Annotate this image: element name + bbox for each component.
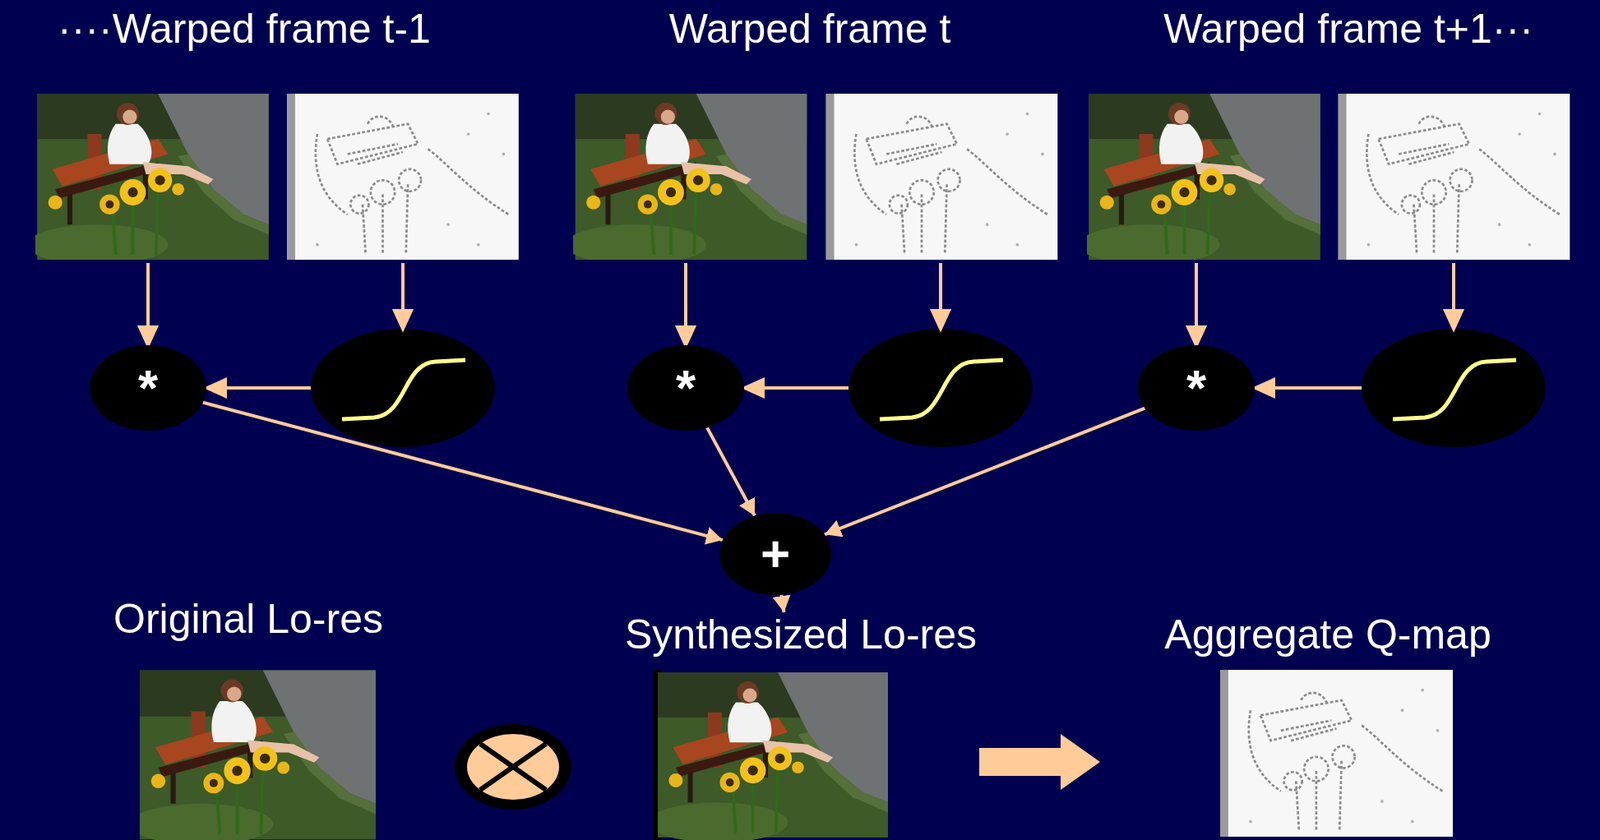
flow-arrow — [781, 595, 784, 613]
image-panel: Aggregate Q-map — [1156, 612, 1499, 840]
sum-node: + — [719, 513, 832, 596]
frame-heading: ····Warped frame t-1 — [57, 6, 431, 52]
operator-symbol: * — [1186, 362, 1207, 414]
lo-res-images — [129, 670, 1453, 840]
multiply-node: * — [89, 345, 207, 431]
image-panel: Original Lo-res — [105, 596, 392, 840]
frame-images — [27, 93, 1570, 265]
panel-heading: Aggregate Q-map — [1156, 612, 1499, 658]
panel-heading: Synthesized Lo-res — [616, 612, 985, 658]
image-panel: Synthesized Lo-res — [616, 612, 985, 840]
operator-symbol: * — [138, 362, 158, 414]
panel-heading: Original Lo-res — [105, 596, 392, 643]
sigmoid-ellipses — [310, 328, 1546, 448]
frame-heading: Warped frame t — [669, 6, 952, 52]
flow-arrow — [203, 402, 723, 541]
flow-arrow — [824, 408, 1146, 536]
result-arrow — [979, 734, 1101, 791]
multiply-node: * — [1137, 345, 1255, 431]
frame-heading: Warped frame t+1··· — [1163, 6, 1534, 52]
otimes-symbol — [454, 724, 572, 810]
flow-arrow — [707, 427, 755, 516]
operator-symbol: * — [675, 362, 696, 414]
operator-symbol: + — [760, 528, 791, 580]
feed-arrows — [139, 263, 1462, 397]
multiply-node: * — [627, 345, 745, 431]
